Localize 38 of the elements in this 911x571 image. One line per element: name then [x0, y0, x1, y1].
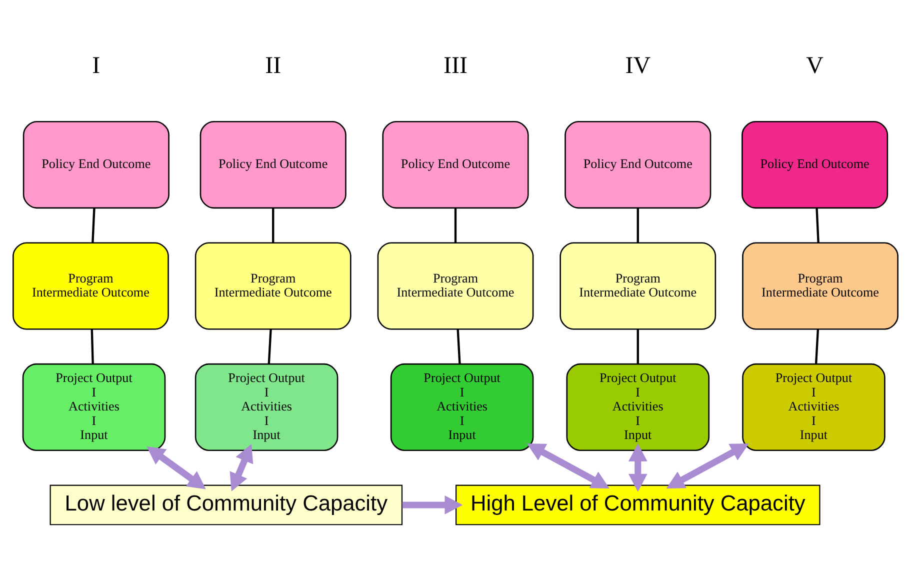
node-box: Policy End Outcome [382, 120, 529, 208]
connector [268, 328, 272, 364]
node-box: Project Output I Activities I Input [390, 362, 534, 451]
node-box: High Level of Community Capacity [456, 484, 820, 525]
node-box: Policy End Outcome [200, 120, 346, 208]
node-box: Low level of Community Capacity [50, 484, 403, 525]
node-box: Program Intermediate Outcome [12, 242, 169, 330]
label: IV [625, 52, 651, 79]
arrow [628, 442, 648, 492]
node-box: Policy End Outcome [564, 120, 712, 208]
node-box: Project Output I Activities I Input [566, 362, 710, 451]
arrow [402, 495, 463, 514]
arrow [526, 443, 610, 488]
label: III [444, 52, 468, 79]
node-box: Program Intermediate Outcome [560, 242, 716, 330]
node-box: Project Output I Activities I Input [22, 362, 166, 451]
label: I [92, 52, 100, 79]
connector [92, 208, 96, 242]
connector [636, 328, 639, 364]
connector [456, 328, 461, 364]
connector [272, 208, 274, 242]
node-box: Policy End Outcome [22, 120, 170, 208]
connector [454, 208, 457, 242]
node-box: Project Output I Activities I Input [742, 362, 886, 451]
connector [816, 208, 820, 242]
connector [90, 328, 94, 364]
arrow [146, 446, 206, 489]
node-box: Program Intermediate Outcome [377, 242, 534, 330]
arrow [666, 443, 749, 488]
connector [636, 208, 639, 242]
arrow [230, 444, 254, 491]
label: V [806, 52, 824, 79]
node-box: Project Output I Activities I Input [194, 362, 338, 451]
label: II [265, 52, 282, 79]
connector [814, 328, 820, 364]
node-box: Policy End Outcome [742, 120, 888, 208]
node-box: Program Intermediate Outcome [194, 242, 352, 330]
node-box: Program Intermediate Outcome [742, 242, 898, 330]
